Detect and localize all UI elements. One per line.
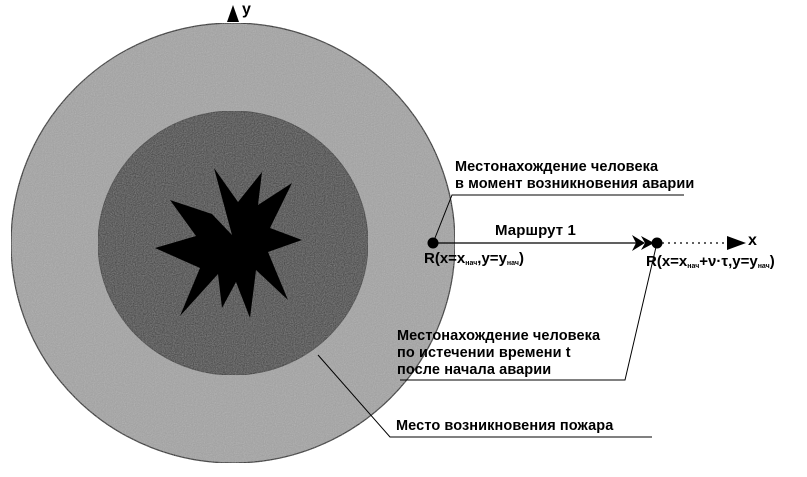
start-formula-mid: ,y=y xyxy=(477,250,507,267)
annotation-initial-location: Местонахождение человека в момент возник… xyxy=(455,159,694,193)
end-point-formula: R(x=xнач+ν·τ,y=yнач) xyxy=(646,253,775,270)
annotation-later-location: Местонахождение человека по истечении вр… xyxy=(397,328,600,379)
leader-later-location xyxy=(400,246,657,381)
annotation-later-line2: по истечении времени t xyxy=(397,345,571,361)
y-axis-arrow-icon xyxy=(227,5,239,22)
end-formula-sub2: нач xyxy=(757,263,770,270)
y-axis-label: y xyxy=(242,1,251,18)
start-point-formula: R(x=xнач,y=yнач) xyxy=(424,250,524,267)
x-axis-arrow-icon xyxy=(727,236,746,250)
route-arrowhead-icon xyxy=(632,235,645,251)
start-formula-prefix: R(x=x xyxy=(424,250,466,267)
annotation-fire-origin: Место возникновения пожара xyxy=(396,418,613,435)
route-arrowhead-2-icon xyxy=(641,236,654,250)
annotation-later-line1: Местонахождение человека xyxy=(397,328,601,344)
end-formula-suffix: ) xyxy=(769,253,775,270)
start-formula-suffix: ) xyxy=(518,250,524,267)
annotation-later-line3: после начала аварии xyxy=(397,362,552,378)
explosion-epicenter-icon xyxy=(155,168,302,318)
end-formula-prefix: R(x=x xyxy=(646,253,688,270)
start-formula-sub2: нач xyxy=(506,260,519,267)
route-label: Маршрут 1 xyxy=(495,222,576,239)
leader-initial-location xyxy=(432,194,684,244)
x-axis-label: x xyxy=(748,232,757,249)
end-formula-mid: +ν·τ,y=y xyxy=(699,253,758,270)
leader-fire-origin xyxy=(317,354,652,438)
end-formula-sub1: нач xyxy=(687,263,700,270)
annotation-initial-line1: Местонахождение человека xyxy=(455,159,659,175)
annotation-fire-origin-line1: Место возникновения пожара xyxy=(396,418,614,434)
end-point-marker xyxy=(651,237,663,249)
start-formula-sub1: нач xyxy=(465,260,478,267)
annotation-initial-line2: в момент возникновения аварии xyxy=(455,176,695,192)
